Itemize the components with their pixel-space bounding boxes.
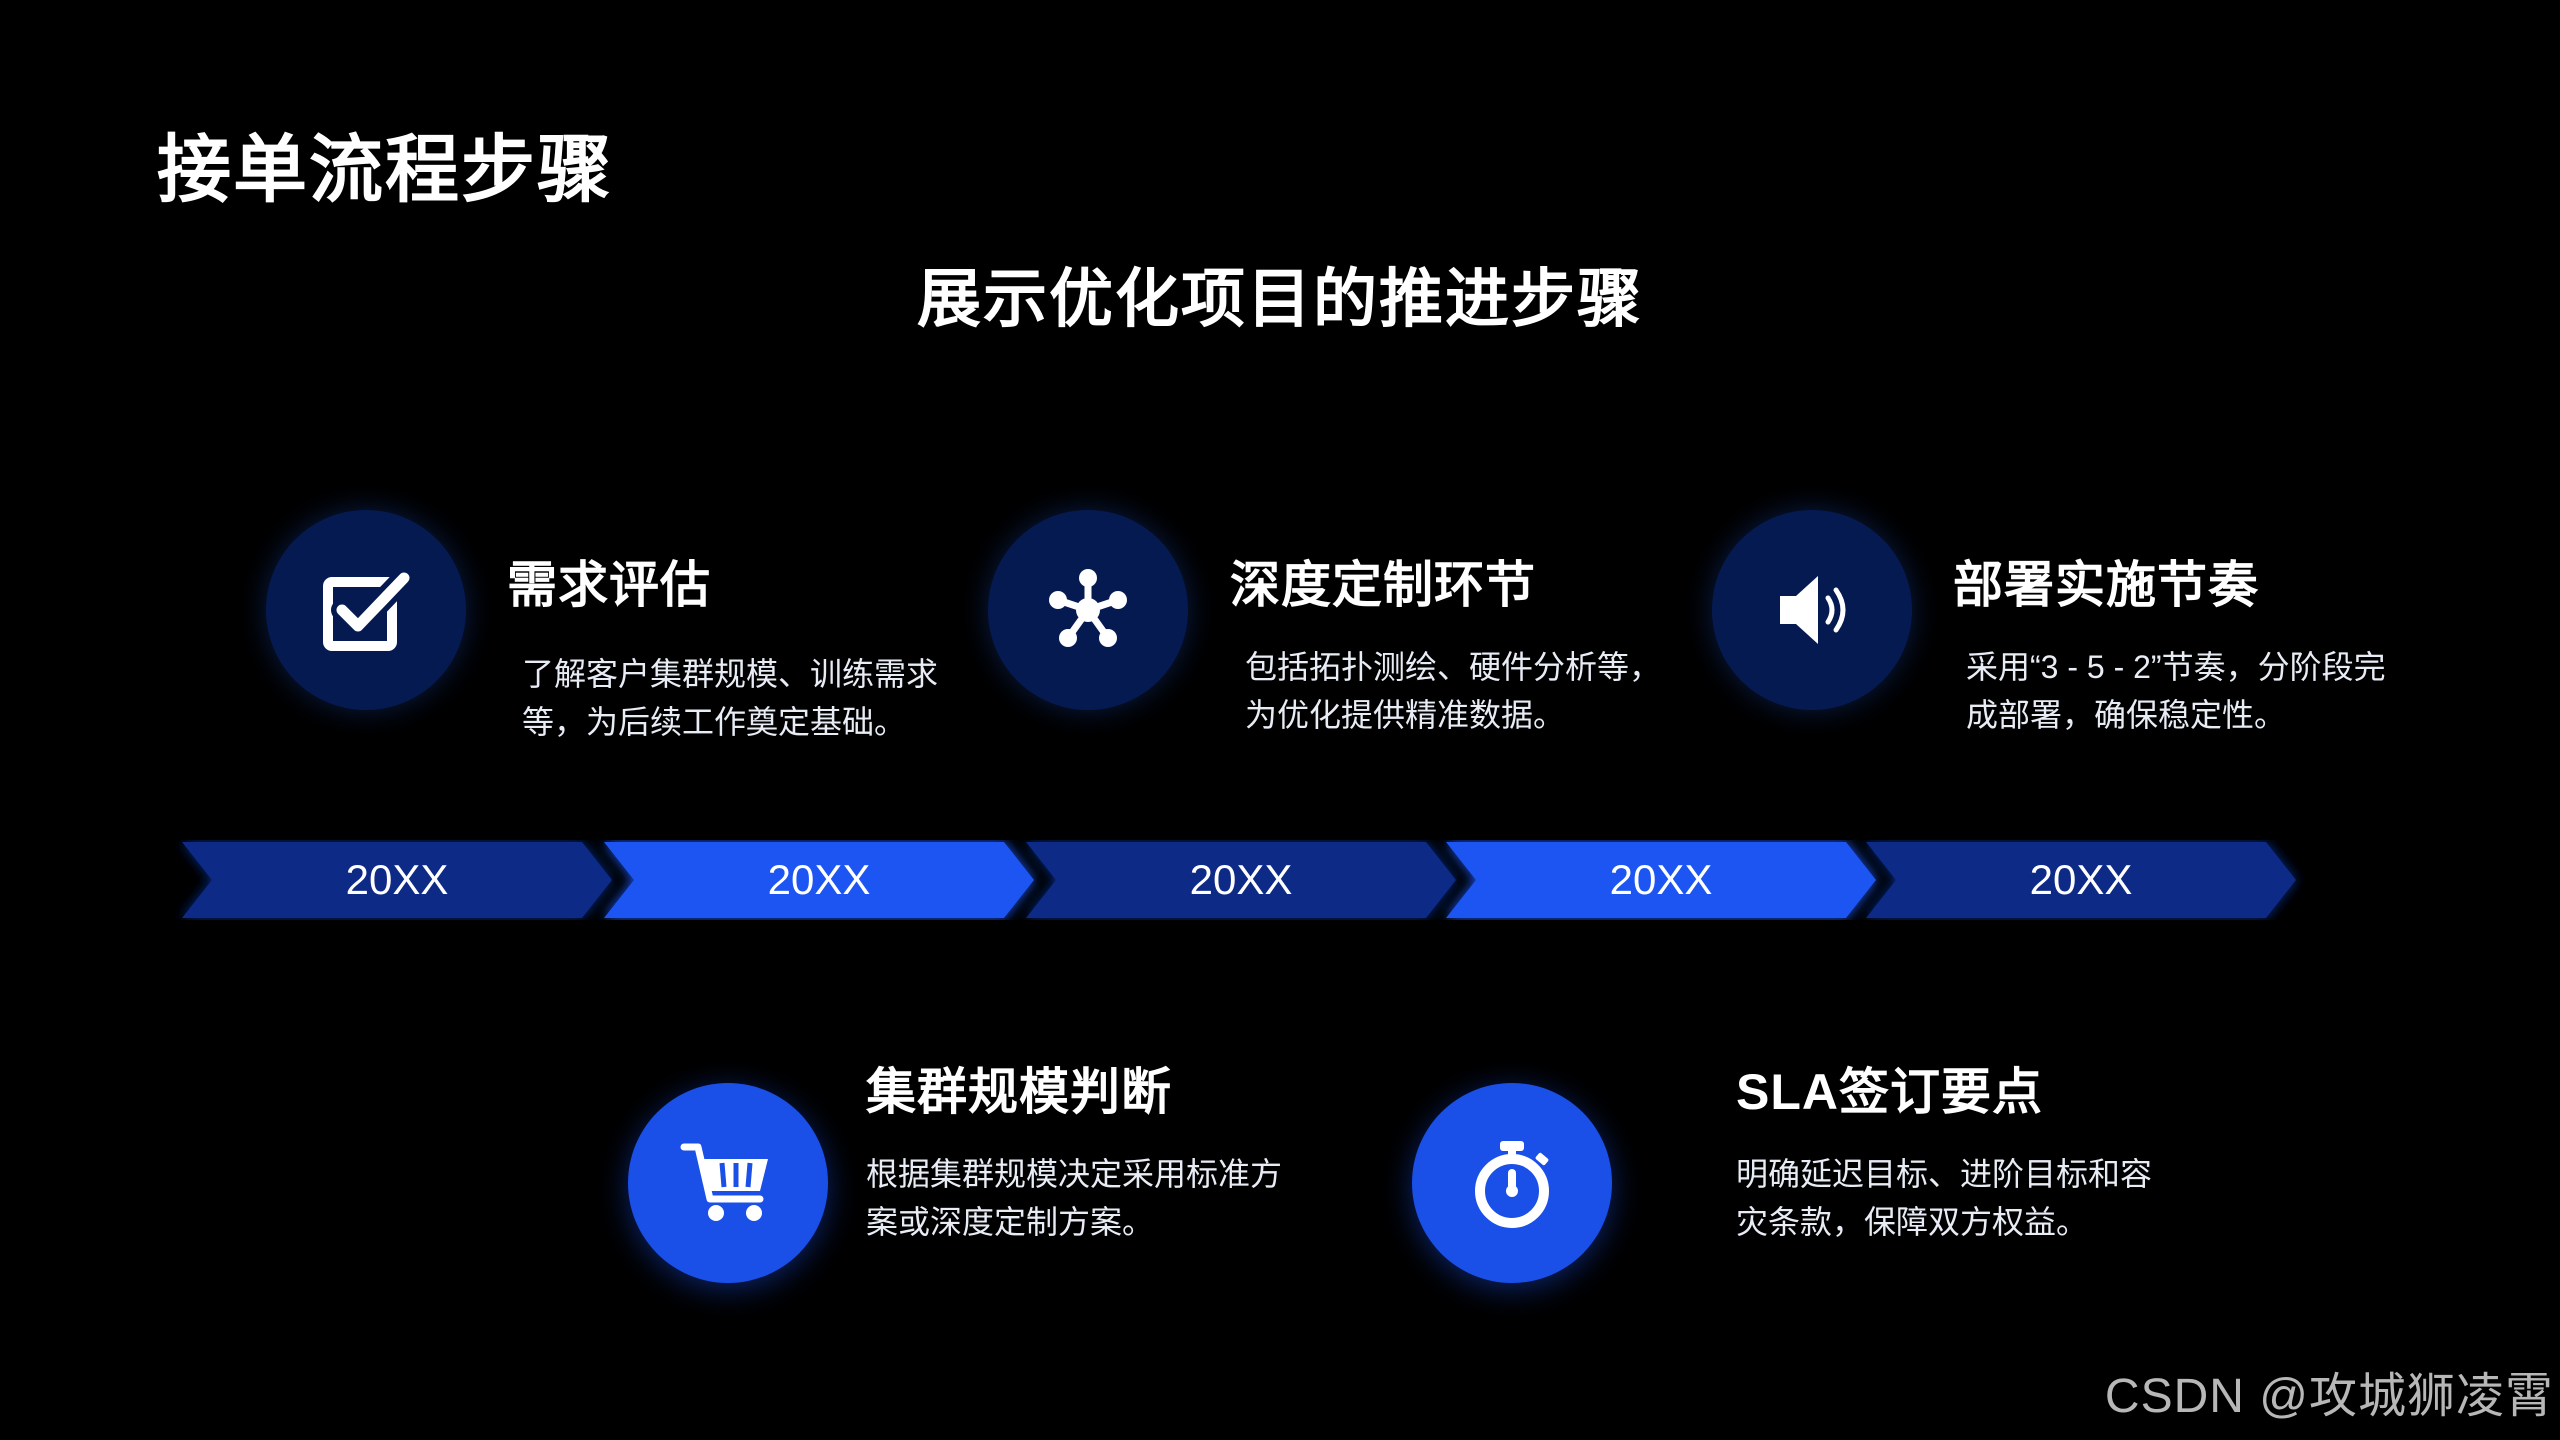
timeline-label-1: 20XX	[345, 856, 449, 903]
page-title: 接单流程步骤	[157, 128, 613, 211]
timeline-label-2: 20XX	[767, 856, 871, 903]
step-5-desc-line1: 明确延迟目标、进阶目标和容	[1736, 1156, 2153, 1192]
step-4-desc-line2: 案或深度定制方案。	[866, 1204, 1155, 1240]
checkbox-icon	[323, 567, 415, 651]
step-2-icon-circle	[988, 510, 1188, 710]
step-4-icon-circle	[628, 1083, 828, 1283]
timeline-chevron-3	[1026, 842, 1456, 918]
step-2-desc-line2: 为优化提供精准数据。	[1245, 697, 1566, 733]
timeline-chevron-5	[1866, 842, 2296, 918]
step-4-title: 集群规模判断	[866, 1064, 1172, 1120]
timeline-chevron-1	[182, 842, 612, 918]
timeline-chevron-4	[1446, 842, 1876, 918]
step-3-title: 部署实施节奏	[1953, 557, 2259, 613]
subtitle: 展示优化项目的推进步骤	[917, 263, 1643, 335]
step-5-desc-line2: 灾条款，保障双方权益。	[1736, 1204, 2089, 1240]
step-3-desc-line1: 采用“3 - 5 - 2”节奏，分阶段完	[1966, 649, 2386, 685]
timeline-chevrons	[182, 842, 2296, 918]
step-1-icon-circle	[266, 510, 466, 710]
step-1-desc-line2: 等，为后续工作奠定基础。	[522, 704, 907, 740]
network-hub-icon	[1049, 569, 1127, 647]
timeline-label-3: 20XX	[1189, 856, 1293, 903]
step-1-desc-line1: 了解客户集群规模、训练需求	[522, 656, 939, 692]
step-1-title: 需求评估	[507, 557, 711, 613]
watermark: CSDN @攻城狮凌霄	[2104, 1370, 2554, 1423]
step-2-desc-line1: 包括拓扑测绘、硬件分析等，	[1245, 649, 1662, 685]
stopwatch-icon	[1475, 1141, 1549, 1228]
step-4-desc-line1: 根据集群规模决定采用标准方	[866, 1156, 1283, 1192]
shopping-cart-icon	[680, 1143, 768, 1221]
step-2-title: 深度定制环节	[1230, 557, 1536, 613]
timeline-label-5: 20XX	[2029, 856, 2133, 903]
step-3-desc-line2: 成部署，确保稳定性。	[1966, 697, 2287, 733]
speaker-icon	[1780, 576, 1846, 644]
step-3-icon-circle	[1712, 510, 1912, 710]
timeline-label-4: 20XX	[1609, 856, 1713, 903]
timeline: 20XX 20XX 20XX 20XX 20XX	[0, 840, 2560, 920]
step-5-title: SLA签订要点	[1736, 1064, 2043, 1120]
timeline-chevron-2	[604, 842, 1034, 918]
step-5-icon-circle	[1412, 1083, 1612, 1283]
